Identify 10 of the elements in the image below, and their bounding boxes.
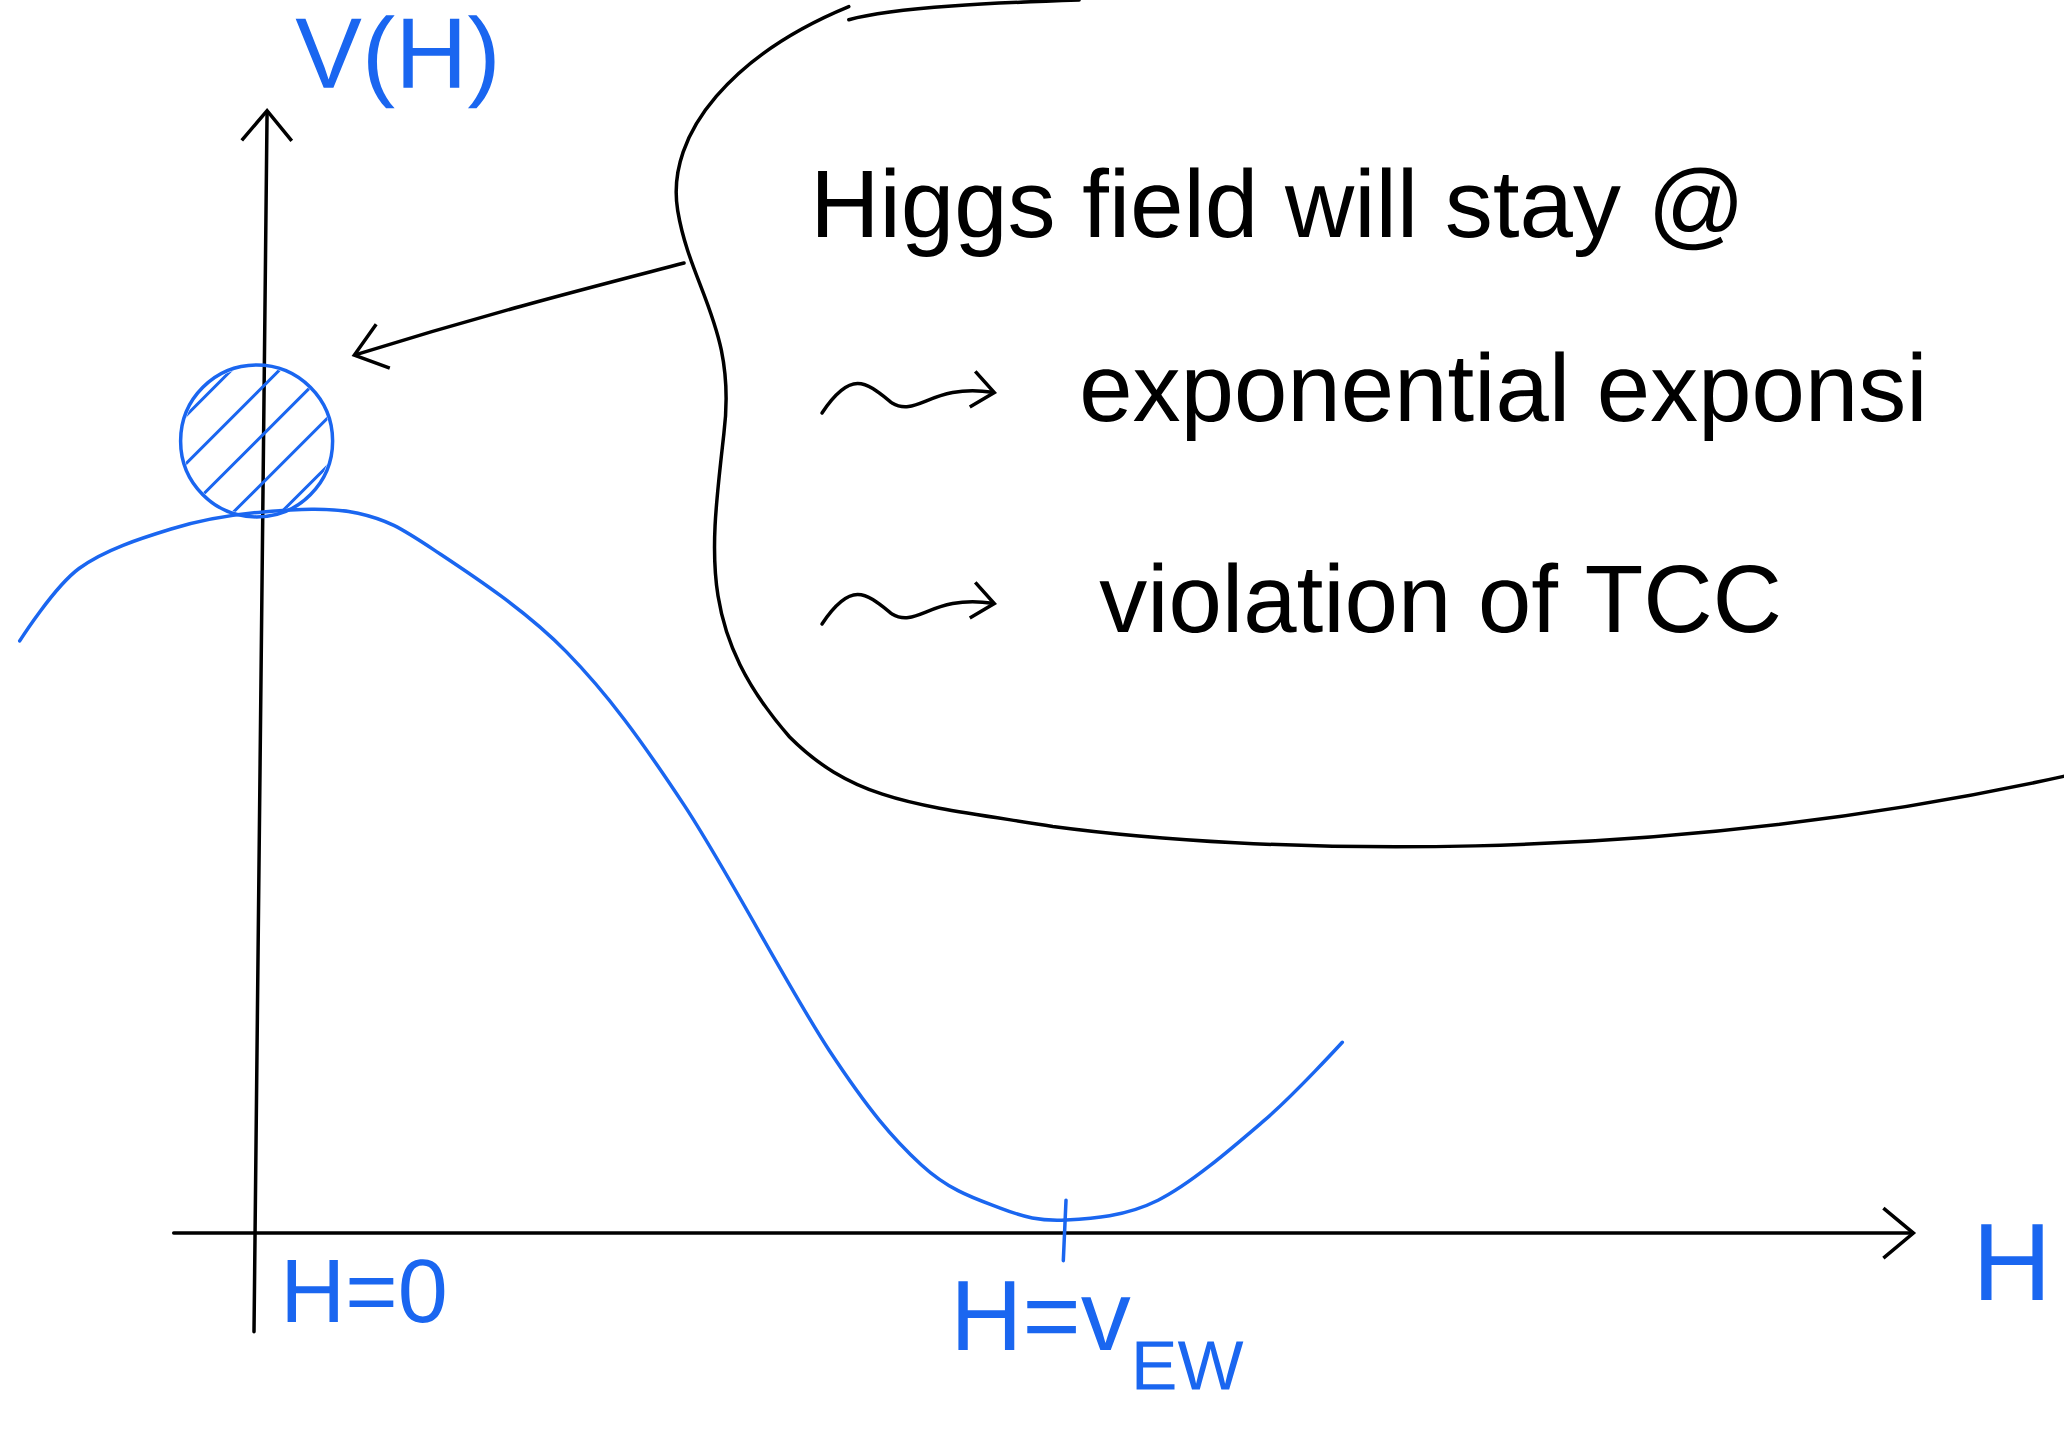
axis-label: H [1981,1224,2043,1300]
bubble-text: Higgs field will stay @ [818,167,1737,257]
hatched-ball [178,363,335,519]
bubble-text: exponential exponsi [1083,351,1922,441]
axis-label: H=0 [287,1259,445,1323]
bubble-text: violation of TCC [1099,562,1779,633]
axis-label: V(H) [295,15,495,109]
arrow [351,261,686,370]
thought-bubble [674,0,2064,849]
axis-label: H=v$_{EW}$ [958,1281,1244,1390]
